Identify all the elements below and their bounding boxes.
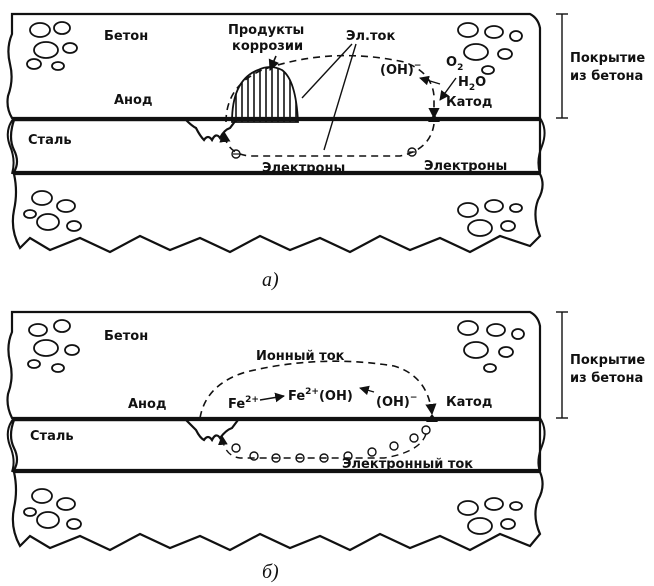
corrosion-products-label-line1: Продукты [228,23,304,38]
ion-current-label: Ионный ток [256,349,345,364]
steel-label-a: Сталь [28,133,72,148]
anode-label-a: Анод [114,93,152,108]
electron-current-label: Электронный ток [342,457,473,472]
cathode-label-b: Катод [446,395,492,410]
cathode-label-a: Катод [446,95,492,110]
cover-label-b-line2: из бетона [570,371,643,386]
electric-current-label: Эл.ток [346,29,395,44]
concrete-bottom-b [13,472,543,550]
electrons-label-left: Электроны [262,161,345,176]
cover-bracket-a [556,14,568,118]
diagram-a: Бетон Продукты коррозии Эл.ток (OH)− O2 … [8,14,646,291]
concrete-bottom-a [13,174,543,252]
caption-b: б) [262,561,279,583]
cover-bracket-b [556,312,568,418]
cover-label-b-line1: Покрытие [570,353,645,368]
concrete-label-b: Бетон [104,329,148,344]
anode-label-b: Анод [128,397,166,412]
cover-label-a-line2: из бетона [570,69,643,84]
concrete-label-a: Бетон [104,29,148,44]
corrosion-products-label-line2: коррозии [232,39,303,54]
caption-a: а) [262,269,279,291]
cover-label-a-line1: Покрытие [570,51,645,66]
diagram-b: Бетон Ионный ток Fe2+ Fe2+(OH) (OH)− Ано… [8,312,646,583]
fe-hydroxide-label: Fe2+(OH) [288,387,353,404]
electrons-label-right: Электроны [424,159,507,174]
steel-label-b: Сталь [30,429,74,444]
